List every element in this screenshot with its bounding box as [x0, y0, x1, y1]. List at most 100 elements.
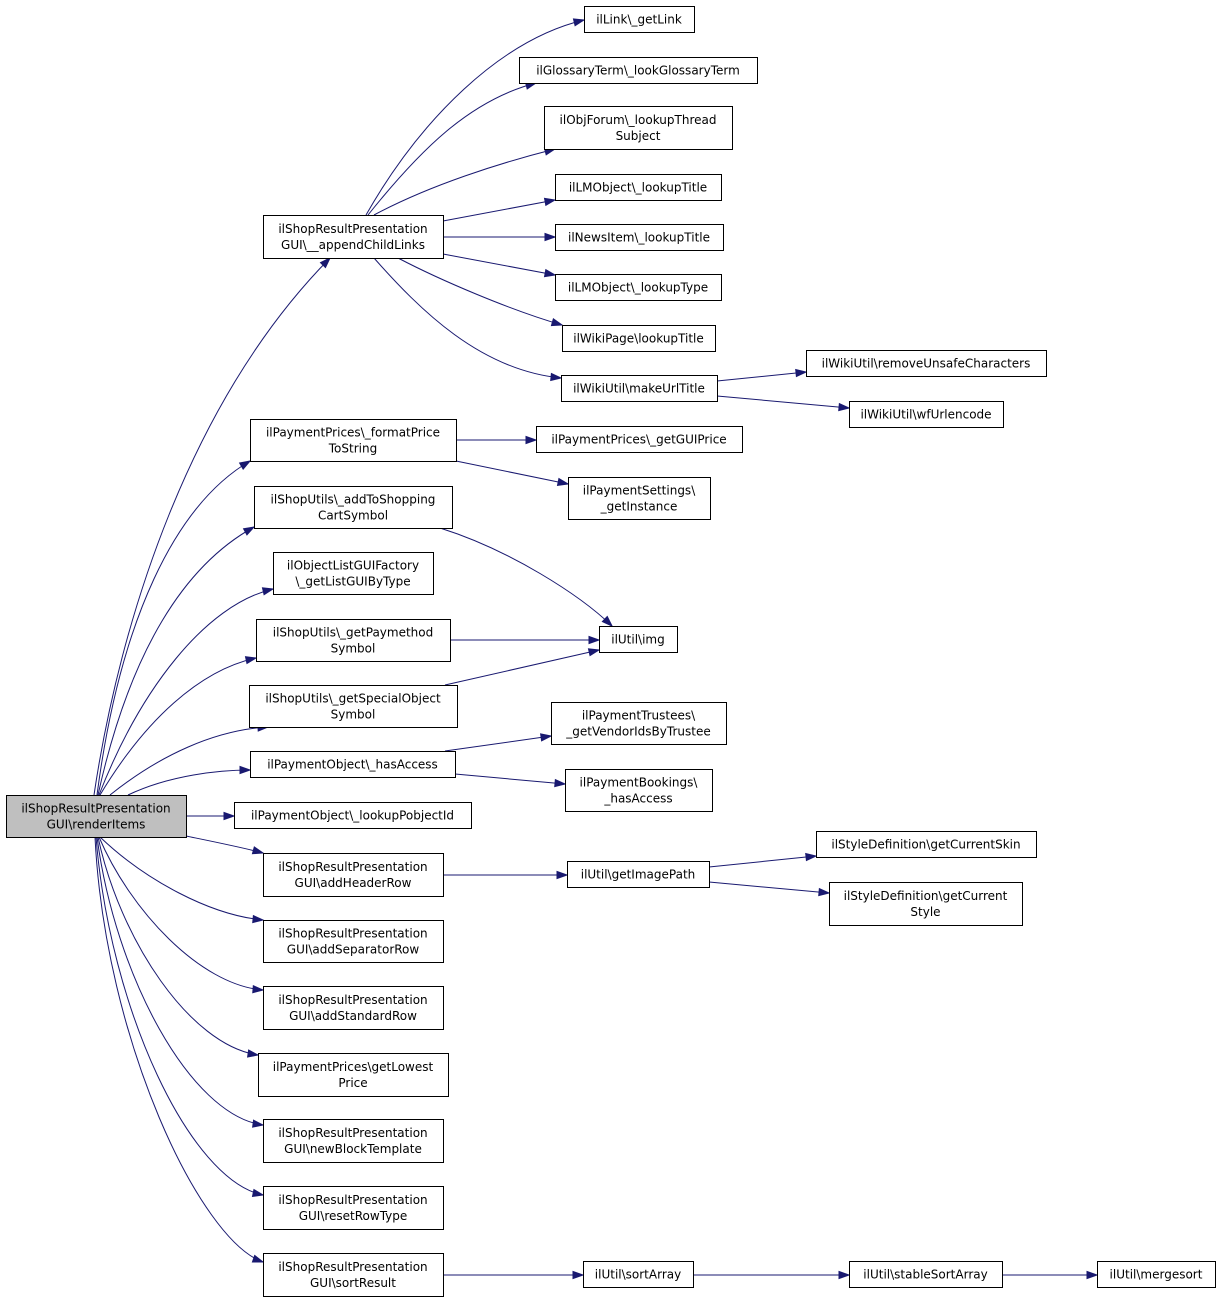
node-box[interactable]	[567, 861, 710, 888]
node-getInstance[interactable]: ilPaymentSettings\ _getInstance	[568, 477, 711, 520]
node-label: CartSymbol	[318, 509, 388, 523]
node-box[interactable]	[584, 6, 695, 33]
edge-appendChildLinks-to-makeUrlTitle	[373, 257, 563, 382]
edge-line	[98, 836, 264, 991]
node-box[interactable]	[816, 831, 1037, 858]
edge-line	[185, 835, 264, 854]
node-box[interactable]	[544, 106, 733, 150]
node-box[interactable]	[829, 882, 1023, 926]
edge-line	[96, 460, 251, 796]
node-box[interactable]	[806, 350, 1047, 377]
edge-root-to-sortResult	[94, 836, 265, 1263]
node-lookupPobjectId[interactable]: ilPaymentObject\_lookupPobjectId	[234, 802, 472, 829]
edge-appendChildLinks-to-newsLookupTitle	[443, 232, 557, 242]
node-label: ilPaymentTrustees\	[582, 709, 696, 723]
node-box[interactable]	[1097, 1261, 1216, 1288]
node-getVendorIds[interactable]: ilPaymentTrustees\_getVendorIdsByTrustee	[551, 702, 727, 745]
edge-line	[93, 257, 331, 796]
node-box[interactable]	[256, 619, 451, 662]
node-box[interactable]	[519, 57, 758, 84]
node-stableSortArray[interactable]: ilUtil\stableSortArray	[849, 1261, 1003, 1288]
node-getImagePath[interactable]: ilUtil\getImagePath	[567, 861, 710, 888]
node-box[interactable]	[263, 1119, 444, 1163]
node-box[interactable]	[263, 1186, 444, 1230]
node-mergesort[interactable]: ilUtil\mergesort	[1097, 1261, 1216, 1288]
node-box[interactable]	[234, 802, 472, 829]
node-sortArray[interactable]: ilUtil\sortArray	[583, 1261, 694, 1288]
node-box[interactable]	[536, 426, 743, 453]
node-hasAccessBook[interactable]: ilPaymentBookings\_hasAccess	[565, 769, 713, 812]
node-makeUrlTitle[interactable]: ilWikiUtil\makeUrlTitle	[561, 375, 718, 402]
node-label: ilShopResultPresentation	[278, 993, 427, 1007]
edge-formatPrice-to-getGUIPrice	[456, 435, 538, 445]
node-lmLookupType[interactable]: ilLMObject\_lookupType	[555, 274, 722, 301]
node-wikiLookupTitle[interactable]: ilWikiPage\lookupTitle	[562, 325, 716, 352]
node-box[interactable]	[263, 986, 444, 1030]
node-label: ilShopResultPresentation	[278, 222, 427, 236]
node-box[interactable]	[555, 174, 722, 201]
node-box[interactable]	[551, 702, 727, 745]
edge-root-to-hasAccessObj	[127, 765, 252, 796]
node-label: ilPaymentSettings\	[583, 484, 696, 498]
node-wfUrlencode[interactable]: ilWikiUtil\wfUrlencode	[849, 401, 1004, 428]
node-box[interactable]	[263, 920, 444, 963]
edge-getPaymethod-to-img	[450, 635, 601, 645]
node-box[interactable]	[562, 325, 716, 352]
node-box[interactable]	[250, 419, 457, 462]
node-box[interactable]	[249, 685, 458, 728]
node-label: ilWikiPage\lookupTitle	[573, 332, 704, 346]
node-box[interactable]	[555, 274, 722, 301]
node-getCurrentSkin[interactable]: ilStyleDefinition\getCurrentSkin	[816, 831, 1037, 858]
edge-line	[442, 199, 556, 222]
node-getListGUI[interactable]: ilObjectListGUIFactory\_getListGUIByType	[273, 552, 434, 595]
node-lookupGlossaryTerm[interactable]: ilGlossaryTerm\_lookGlossaryTerm	[519, 57, 758, 84]
node-box[interactable]	[568, 477, 711, 520]
edge-line	[708, 881, 830, 894]
arrow-head-icon	[543, 268, 557, 278]
node-box[interactable]	[849, 401, 1004, 428]
node-box[interactable]	[254, 486, 453, 529]
node-addStandardRow[interactable]: ilShopResultPresentationGUI\addStandardR…	[263, 986, 444, 1030]
node-getGUIPrice[interactable]: ilPaymentPrices\_getGUIPrice	[536, 426, 743, 453]
node-box[interactable]	[250, 751, 456, 778]
node-getLink[interactable]: ilLink\_getLink	[584, 6, 695, 33]
node-box[interactable]	[263, 853, 444, 897]
node-box[interactable]	[565, 769, 713, 812]
node-box[interactable]	[258, 1053, 449, 1097]
node-box[interactable]	[561, 375, 718, 402]
node-appendChildLinks[interactable]: ilShopResultPresentationGUI\__appendChil…	[263, 215, 444, 259]
node-box[interactable]	[849, 1261, 1003, 1288]
node-box[interactable]	[583, 1261, 694, 1288]
edge-stableSortArray-to-mergesort	[1002, 1270, 1099, 1280]
node-box[interactable]	[6, 795, 187, 838]
node-box[interactable]	[599, 626, 678, 653]
node-img[interactable]: ilUtil\img	[599, 626, 678, 653]
node-newBlockTemplate[interactable]: ilShopResultPresentationGUI\newBlockTemp…	[263, 1119, 444, 1163]
node-label: GUI\resetRowType	[299, 1209, 408, 1223]
node-label: _getInstance	[600, 500, 678, 514]
node-removeUnsafe[interactable]: ilWikiUtil\removeUnsafeCharacters	[806, 350, 1047, 377]
node-lmLookupTitle[interactable]: ilLMObject\_lookupTitle	[555, 174, 722, 201]
node-label: ToString	[328, 442, 377, 456]
node-newsLookupTitle[interactable]: ilNewsItem\_lookupTitle	[555, 224, 724, 251]
arrow-head-icon	[838, 402, 851, 412]
node-label: ilUtil\mergesort	[1110, 1268, 1203, 1282]
node-addSeparatorRow[interactable]: ilShopResultPresentationGUI\addSeparator…	[263, 920, 444, 963]
node-box[interactable]	[263, 215, 444, 259]
node-box[interactable]	[273, 552, 434, 595]
edge-sortArray-to-stableSortArray	[693, 1270, 851, 1280]
node-hasAccessObj[interactable]: ilPaymentObject\_hasAccess	[250, 751, 456, 778]
node-box[interactable]	[263, 1253, 444, 1297]
node-box[interactable]	[555, 224, 724, 251]
